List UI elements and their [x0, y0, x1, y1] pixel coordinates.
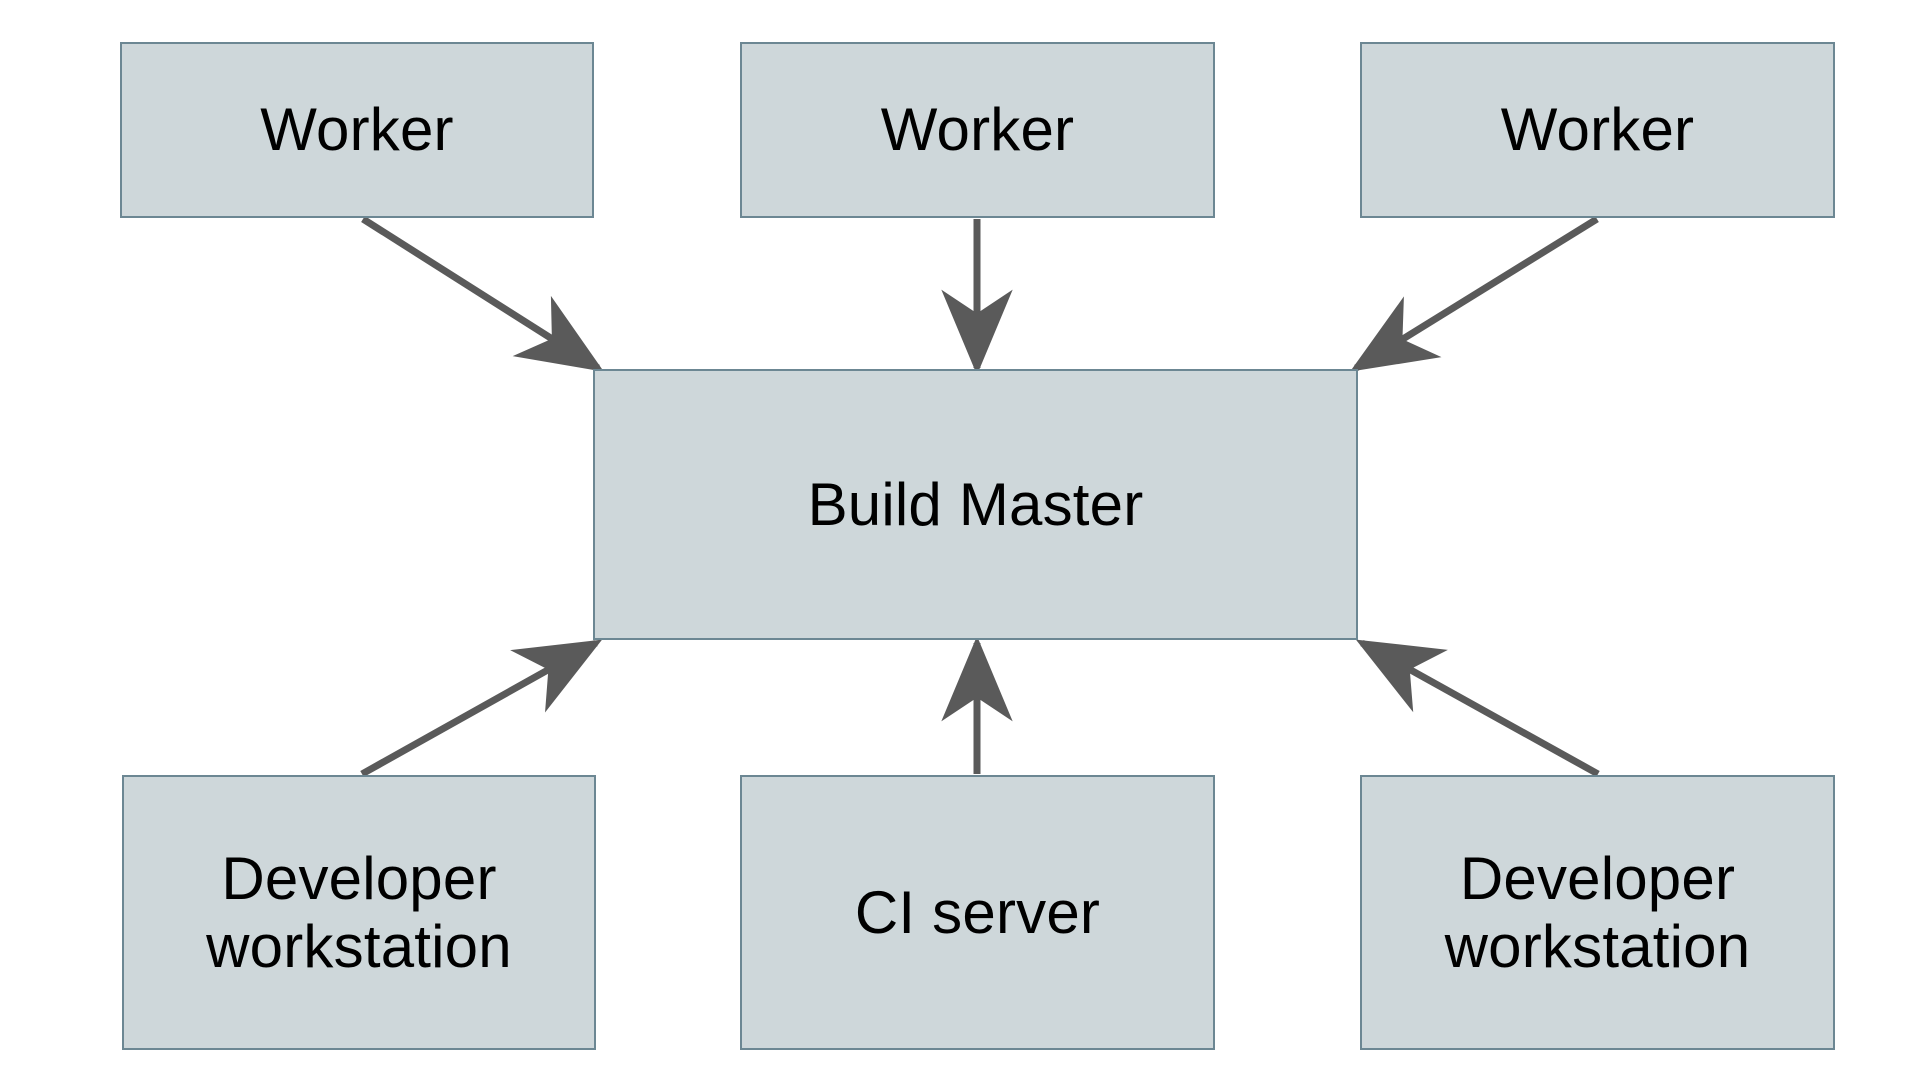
edge-worker-left-to-master	[361, 216, 604, 372]
edge-dev-left-to-master	[360, 639, 603, 778]
edge-dev-right-to-master	[1355, 639, 1600, 778]
node-label: Build Master	[807, 470, 1144, 538]
node-worker-left[interactable]: Worker	[120, 42, 594, 218]
node-label: CI server	[854, 878, 1101, 946]
node-label: Worker	[1500, 96, 1695, 164]
node-label: Worker	[880, 96, 1075, 164]
node-worker-right[interactable]: Worker	[1360, 42, 1835, 218]
edge-worker-right-to-master	[1350, 216, 1599, 372]
node-build-master[interactable]: Build Master	[593, 369, 1358, 640]
node-label: Developer workstation	[1444, 845, 1751, 980]
node-ci-server[interactable]: CI server	[740, 775, 1215, 1050]
node-label: Developer workstation	[206, 845, 512, 980]
node-worker-center[interactable]: Worker	[740, 42, 1215, 218]
node-developer-workstation-right[interactable]: Developer workstation	[1360, 775, 1835, 1050]
node-label: Worker	[260, 96, 454, 164]
node-developer-workstation-left[interactable]: Developer workstation	[122, 775, 596, 1050]
